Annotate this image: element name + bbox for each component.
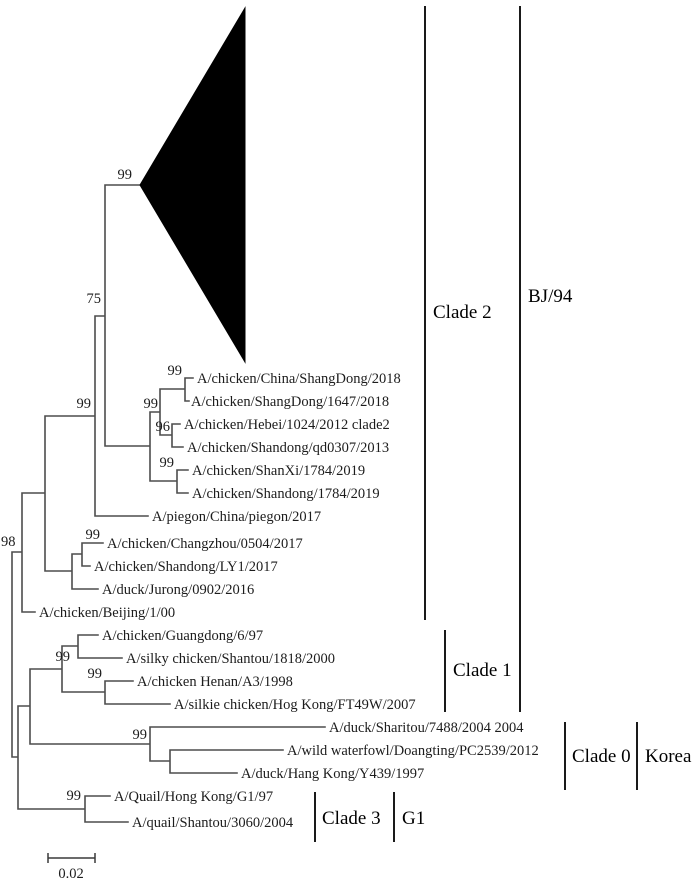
taxon-label: A/chicken/ShangDong/1647/2018 [191,394,389,410]
clade-labels: Clade 2 BJ/94 Clade 1 Clade 0 Korea Clad… [322,286,692,829]
bootstrap-value: 98 [1,534,16,550]
taxon-label: A/wild waterfowl/Doangting/PC2539/2012 [287,743,539,759]
taxon-label: A/chicken/Shandong/qd0307/2013 [187,440,389,456]
taxon-label: A/chicken Henan/A3/1998 [137,674,293,690]
scale-bar: 0.02 [47,853,96,882]
clade-bars [314,6,638,842]
bootstrap-value: 99 [133,727,148,743]
taxon-label: A/duck/Hang Kong/Y439/1997 [241,766,424,782]
bootstrap-value: 99 [160,455,175,471]
clade-label-clade0: Clade 0 [572,746,631,767]
bootstrap-value: 99 [67,788,82,804]
collapsed-clade-triangle [139,6,246,364]
clade-label-bj94: BJ/94 [528,286,573,307]
taxon-label: A/chicken/Hebei/1024/2012 clade2 [184,417,390,433]
bootstrap-values: 99 75 99 99 99 96 99 98 99 99 99 99 99 [1,167,182,804]
taxon-label: A/chicken/Shandong/1784/2019 [192,486,380,502]
taxon-label: A/chicken/China/ShangDong/2018 [197,371,401,387]
clade-label-clade2: Clade 2 [433,302,492,323]
scale-bar-label: 0.02 [58,866,83,882]
taxon-label: A/duck/Sharitou/7488/2004 2004 [329,720,524,736]
taxon-label: A/chicken/Changzhou/0504/2017 [107,536,303,552]
taxon-label: A/Quail/Hong Kong/G1/97 [114,789,273,805]
clade-label-clade3: Clade 3 [322,808,381,829]
bootstrap-value: 99 [56,649,71,665]
bootstrap-value: 99 [86,527,101,543]
taxon-label: A/quail/Shantou/3060/2004 [132,815,294,831]
taxon-label: A/silky chicken/Shantou/1818/2000 [126,651,335,667]
tree-branches [11,184,326,823]
clade-label-korea: Korea [645,746,692,767]
bootstrap-value: 99 [88,666,103,682]
bootstrap-value: 99 [144,396,159,412]
taxon-label: A/duck/Jurong/0902/2016 [102,582,254,598]
clade-label-clade1: Clade 1 [453,660,512,681]
scale-bar-line [47,853,96,863]
taxon-label: A/piegon/China/piegon/2017 [152,509,321,525]
bootstrap-value: 99 [77,396,92,412]
bootstrap-value: 75 [87,291,102,307]
taxon-label: A/chicken/ShanXi/1784/2019 [192,463,365,479]
taxon-label: A/chicken/Guangdong/6/97 [102,628,263,644]
taxon-labels: A/chicken/China/ShangDong/2018 A/chicken… [39,371,539,831]
taxon-label: A/silkie chicken/Hog Kong/FT49W/2007 [174,697,416,713]
bootstrap-value: 99 [168,363,183,379]
bootstrap-value: 96 [156,419,171,435]
taxon-label: A/chicken/Shandong/LY1/2017 [94,559,278,575]
taxon-label: A/chicken/Beijing/1/00 [39,605,175,621]
bootstrap-value: 99 [118,167,133,183]
clade-label-g1: G1 [402,808,425,829]
